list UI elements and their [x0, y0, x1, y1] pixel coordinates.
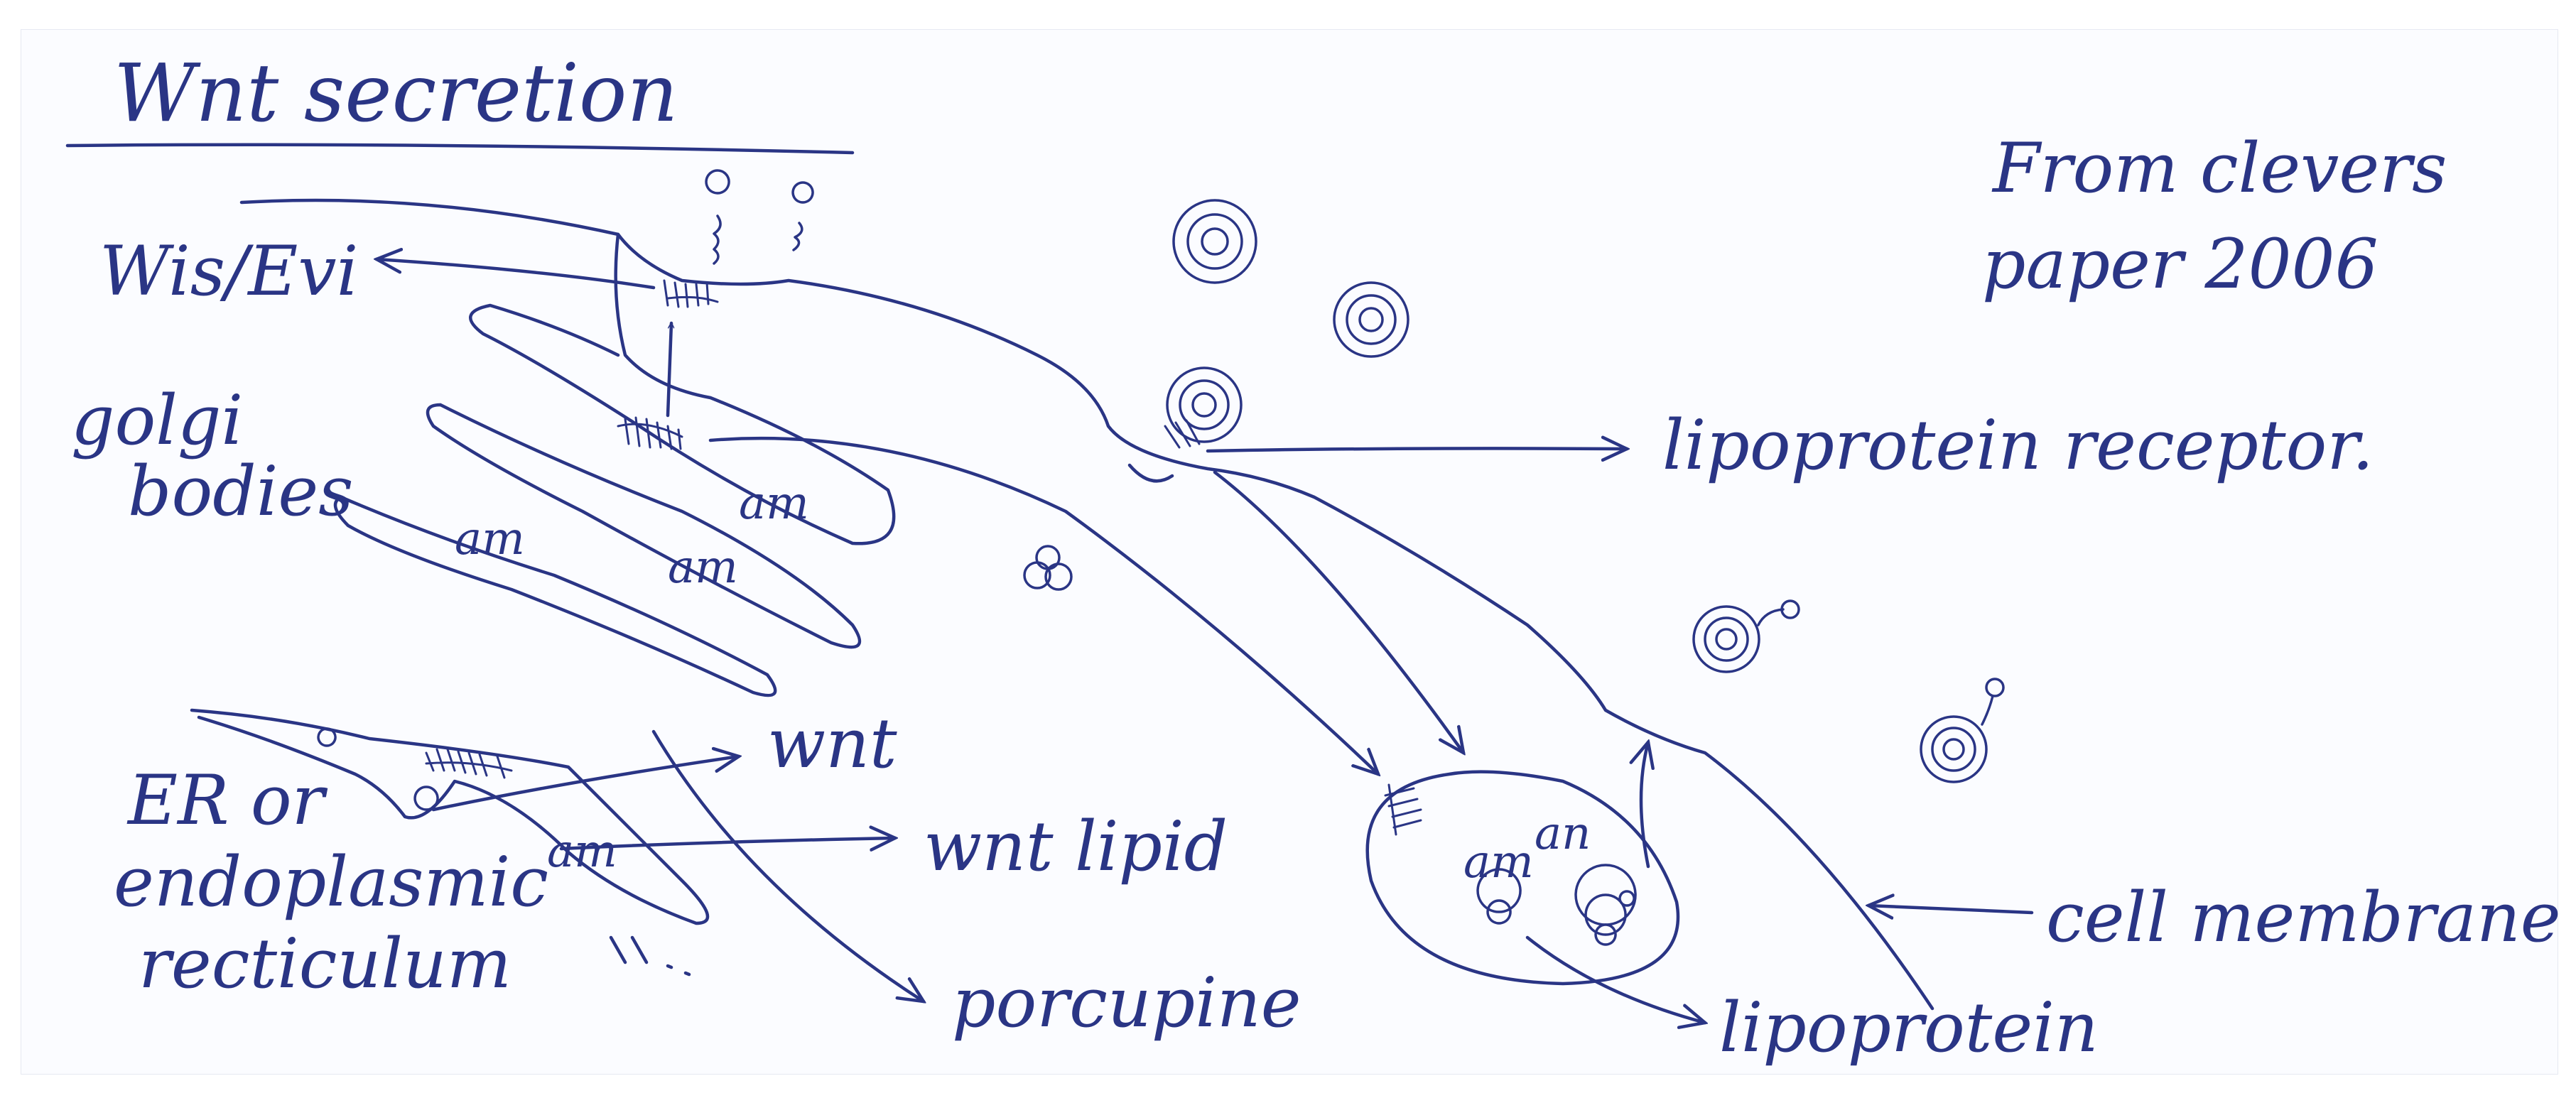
vesicle-mark-2: an — [1535, 808, 1591, 860]
cell-membrane-arrow — [1868, 906, 2034, 913]
golgi-to-vesicle-arrow — [708, 436, 1378, 774]
arrow-to-wnt-lipid — [559, 838, 895, 849]
arrow-to-porcupine — [651, 729, 924, 1001]
inner-membrane — [1127, 463, 1174, 483]
label-wis-evi: Wis/Evi — [99, 232, 358, 311]
label-golgi-2: bodies — [128, 452, 353, 531]
arrow-to-wnt — [431, 756, 739, 812]
receptor-arrow — [1206, 448, 1627, 451]
small-particle — [1023, 545, 1073, 591]
label-golgi-1: golgi — [71, 381, 243, 460]
golgi-wnt-cluster — [617, 416, 683, 450]
golgi-mark-3: am — [668, 541, 738, 594]
cell-membrane-outline — [239, 198, 1934, 1011]
lipoprotein-with-wnt-1 — [1692, 599, 1800, 673]
golgi-cisterna-2 — [426, 403, 862, 649]
er-outline — [190, 708, 710, 925]
lipoprotein-at-receptor — [1164, 366, 1243, 449]
source-note-line2: paper 2006 — [1982, 224, 2379, 304]
lipoprotein-arrow — [1525, 935, 1705, 1023]
paper-sheet — [21, 30, 2558, 1074]
er-end-marks — [609, 935, 691, 977]
golgi-cisterna-1 — [469, 232, 896, 545]
golgi-cisterna-3 — [333, 495, 777, 697]
vesicle-lipoprotein-1 — [1476, 868, 1522, 925]
vesicle-to-membrane-arrow — [1641, 742, 1648, 869]
vesicle-wnt-cluster — [1384, 783, 1422, 836]
lipoprotein-particle-1 — [1172, 199, 1257, 284]
wis-evi-cluster — [663, 279, 719, 308]
label-lipoprotein: lipoprotein — [1719, 988, 2099, 1067]
vesicle-lipoprotein-2 — [1574, 864, 1637, 946]
er-vesicle-2 — [413, 786, 439, 811]
er-wnt-cluster — [425, 748, 513, 779]
label-lipoprotein-receptor: lipoprotein receptor. — [1662, 406, 2374, 485]
er-mark: am — [547, 825, 617, 878]
label-er-1: ER or — [126, 761, 328, 840]
label-wnt: wnt — [767, 704, 897, 783]
er-vesicle — [317, 727, 337, 747]
lipoprotein-particle-2 — [1333, 281, 1409, 358]
vesicle-mark-1: am — [1463, 836, 1534, 888]
secretory-vesicle — [1365, 770, 1680, 986]
diagram-title: Wnt secretion — [114, 48, 678, 140]
secreted-wnt-1 — [705, 169, 730, 265]
lipoprotein-with-wnt-2 — [1920, 678, 2005, 783]
label-porcupine: porcupine — [952, 963, 1301, 1043]
golgi-mark-1: am — [739, 477, 809, 530]
label-er-2: endoplasmic — [114, 842, 548, 922]
label-cell-membrane: cell membrane — [2046, 878, 2561, 957]
wis-evi-arrow — [377, 259, 656, 290]
golgi-mark-2: am — [455, 513, 525, 565]
title-underline — [65, 143, 855, 155]
golgi-to-membrane-arrow — [666, 321, 671, 418]
label-er-3: recticulum — [139, 924, 512, 1004]
secreted-wnt-2 — [791, 181, 814, 251]
source-note-line1: From clevers — [1991, 129, 2447, 208]
membrane-to-vesicle-arrow — [1213, 470, 1463, 753]
label-wnt-lipid: wnt lipid — [924, 807, 1228, 886]
